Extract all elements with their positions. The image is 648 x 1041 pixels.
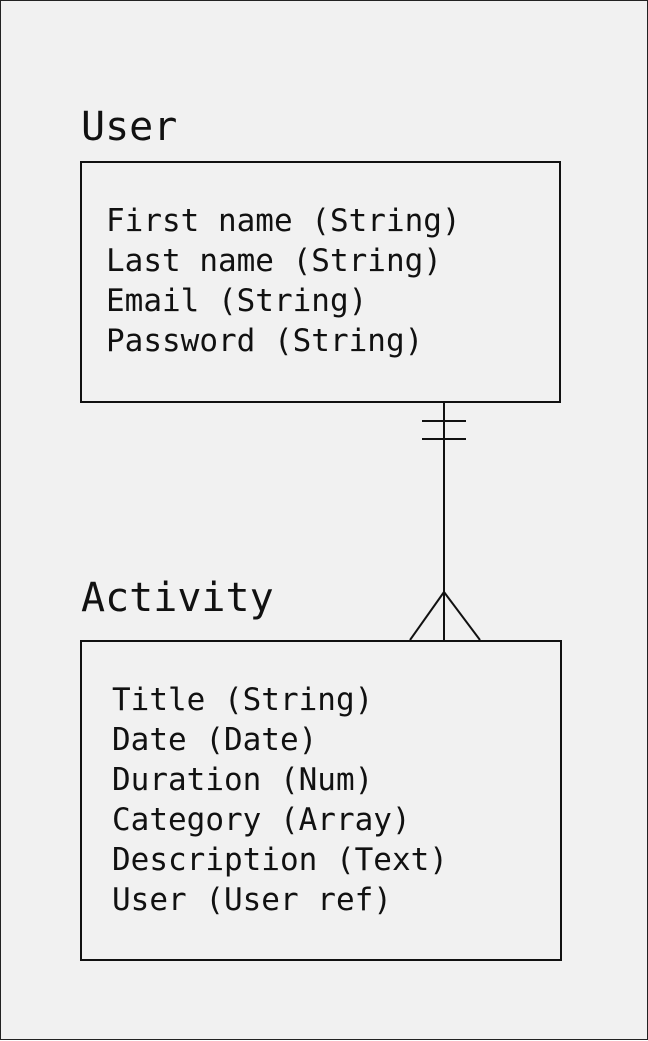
activity-attribute-user-ref: User (User ref) [112,882,392,918]
crows-foot-right [443,591,481,641]
activity-attribute-date: Date (Date) [112,722,318,758]
activity-attribute-list: Title (String) Date (Date) Duration (Num… [112,680,448,920]
activity-attribute-title: Title (String) [112,682,374,718]
activity-attribute-description: Description (Text) [112,842,448,878]
activity-entity-title: Activity [81,575,274,621]
user-attribute-email: Email (String) [106,283,368,319]
user-attribute-last-name: Last name (String) [106,243,442,279]
user-attribute-first-name: First name (String) [106,203,461,239]
user-entity-title: User [81,104,178,150]
user-attribute-list: First name (String) Last name (String) E… [106,201,461,361]
user-attribute-password: Password (String) [106,323,424,359]
user-entity-box: First name (String) Last name (String) E… [80,161,561,403]
activity-attribute-category: Category (Array) [112,802,411,838]
crows-foot-left [409,591,445,641]
activity-entity-box: Title (String) Date (Date) Duration (Num… [80,640,562,961]
activity-attribute-duration: Duration (Num) [112,762,374,798]
